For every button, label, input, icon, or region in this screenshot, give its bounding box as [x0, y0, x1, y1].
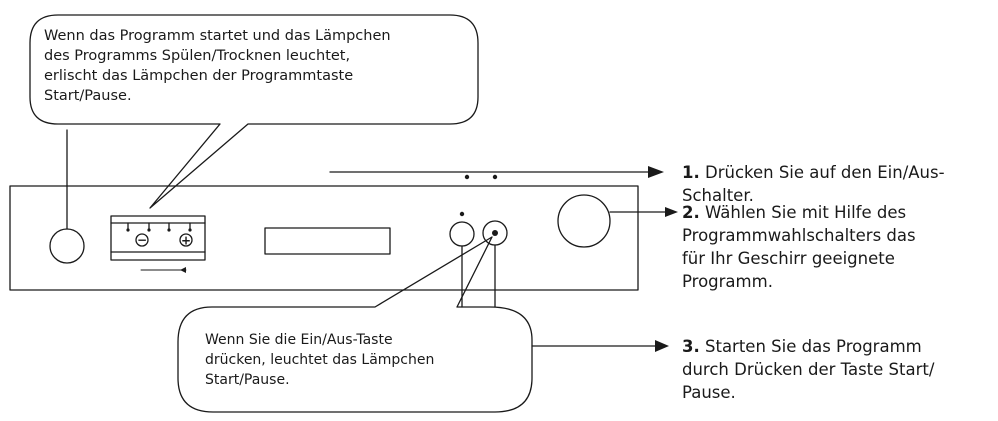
- step-1-instruction: 1. Drücken Sie auf den Ein/Aus- Schalter…: [682, 161, 945, 207]
- step-3-instruction: 3. Starten Sie das Programm durch Drücke…: [682, 335, 934, 404]
- arrow-head-step-1: [648, 166, 664, 178]
- bottom-callout-line-1: Wenn Sie die Ein/Aus-Taste: [205, 332, 393, 348]
- start-pause-button[interactable]: [449, 221, 475, 247]
- plus-button[interactable]: [179, 233, 193, 247]
- step-2-line-4: Programm.: [682, 272, 773, 291]
- top-callout-bubble: [29, 14, 479, 209]
- minus-symbol: −: [137, 233, 147, 247]
- step-2-line-3: für Ihr Geschirr geeignete: [682, 249, 895, 268]
- step-2-number: 2.: [682, 203, 700, 222]
- step-2-instruction: 2. Wählen Sie mit Hilfe des Programmwahl…: [682, 201, 916, 293]
- arrow-head-step-3: [655, 340, 669, 352]
- bottom-callout-line-3: Start/Pause.: [205, 372, 290, 388]
- start-pause-led: [459, 211, 465, 217]
- indicator-led-right: [492, 174, 498, 180]
- top-callout-line-4: Start/Pause.: [44, 88, 132, 104]
- top-callout-line-2: des Programms Spülen/Trocknen leuchtet,: [44, 48, 351, 64]
- step-1-line-2: Schalter.: [682, 186, 754, 205]
- program-buttons-block: [110, 215, 206, 271]
- step-3-line-1: Starten Sie das Programm: [699, 337, 922, 356]
- program-buttons-frame: [110, 215, 206, 261]
- bottom-callout-line-2: drücken, leuchtet das Lämpchen: [205, 352, 435, 368]
- step-3-line-2: durch Drücken der Taste Start/: [682, 360, 935, 379]
- top-callout-line-1: Wenn das Programm startet und das Lämpch…: [44, 28, 391, 44]
- control-panel-outline: [9, 185, 639, 291]
- step-1-number: 1.: [682, 163, 700, 182]
- arrow-head-step-2: [665, 207, 678, 217]
- plus-symbol: +: [181, 234, 191, 248]
- program-selector-knob[interactable]: [557, 194, 611, 248]
- step-1-line-1: Drücken Sie auf den Ein/Aus-: [699, 163, 945, 182]
- indicator-led-left: [464, 174, 470, 180]
- step-3-number: 3.: [682, 337, 700, 356]
- on-off-button-center: [492, 230, 498, 236]
- minus-button[interactable]: [135, 233, 149, 247]
- display-window: [264, 227, 391, 255]
- step-2-line-2: Programmwahlschalters das: [682, 226, 916, 245]
- bottom-callout-text: Wenn Sie die Ein/Aus-Taste drücken, leuc…: [205, 330, 434, 390]
- top-callout-line-3: erlischt das Lämpchen der Programmtaste: [44, 68, 354, 84]
- power-button[interactable]: [49, 228, 85, 264]
- step-2-line-1: Wählen Sie mit Hilfe des: [699, 203, 907, 222]
- top-callout-text: Wenn das Programm startet und das Lämpch…: [44, 26, 391, 106]
- bottom-callout-bubble: [177, 236, 533, 413]
- step-3-line-3: Pause.: [682, 383, 736, 402]
